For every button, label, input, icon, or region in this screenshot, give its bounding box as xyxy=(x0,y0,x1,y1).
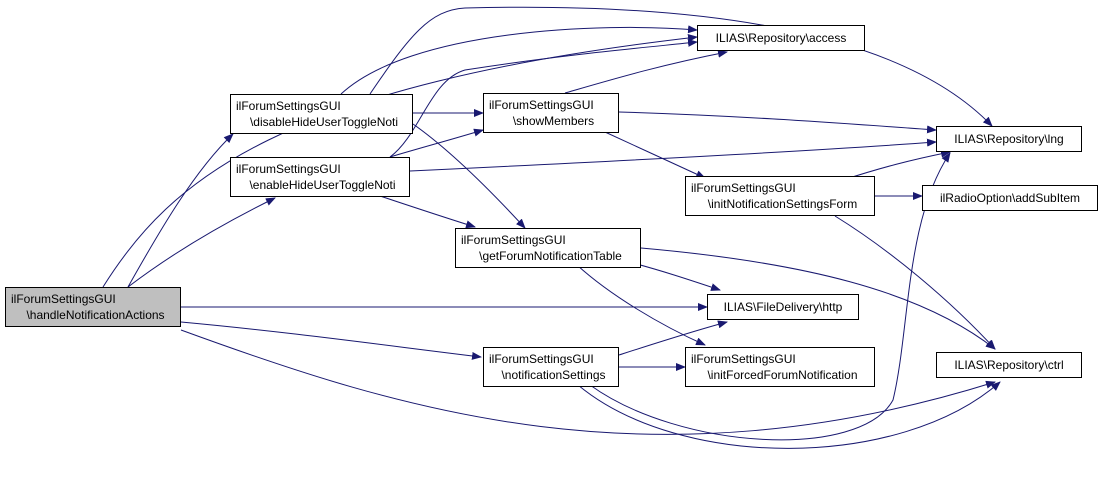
node-ctrl-label: ILIAS\Repository\ctrl xyxy=(954,358,1064,372)
node-show-members[interactable]: ilForumSettingsGUI \showMembers xyxy=(483,93,619,133)
node-notification-settings-line1: ilForumSettingsGUI xyxy=(489,352,594,366)
node-show-members-line1: ilForumSettingsGUI xyxy=(489,98,594,112)
node-notification-settings[interactable]: ilForumSettingsGUI \notificationSettings xyxy=(483,347,619,387)
node-repository-lng[interactable]: ILIAS\Repository\lng xyxy=(936,126,1082,152)
node-enable-line1: ilForumSettingsGUI xyxy=(236,162,341,176)
edge-enable-access xyxy=(389,38,698,158)
edge-notifSettings-ctrl xyxy=(577,381,1001,449)
edge-disable-getTable xyxy=(412,123,526,229)
node-handle-line2: \handleNotificationActions xyxy=(26,308,165,322)
edge-disable-lng xyxy=(369,6,993,127)
edge-getTable-initForced xyxy=(576,264,706,346)
node-disable-line1: ilForumSettingsGUI xyxy=(236,99,341,113)
node-show-members-line2: \showMembers xyxy=(512,114,595,128)
node-get-table-line1: ilForumSettingsGUI xyxy=(461,233,566,247)
node-handle-line1: ilForumSettingsGUI xyxy=(11,292,116,306)
node-radio-option-add-sub-item[interactable]: ilRadioOption\addSubItem xyxy=(922,185,1098,211)
node-init-forced-line2: \initForcedForumNotification xyxy=(707,368,858,382)
node-disable-line2: \disableHideUserToggleNoti xyxy=(249,115,399,129)
node-get-table-line2: \getForumNotificationTable xyxy=(479,249,622,263)
node-get-forum-notification-table[interactable]: ilForumSettingsGUI \getForumNotification… xyxy=(455,228,641,268)
node-init-notification-settings-form[interactable]: ilForumSettingsGUI \initNotificationSett… xyxy=(685,176,875,216)
node-repository-ctrl[interactable]: ILIAS\Repository\ctrl xyxy=(936,352,1082,378)
edge-handle-disable xyxy=(127,133,234,288)
edge-showMembers-initForm xyxy=(604,131,706,179)
edge-handle-notifSettings xyxy=(180,321,482,360)
edge-enable-showMembers xyxy=(389,128,484,158)
edge-disable-access xyxy=(340,25,698,95)
edge-handle-ctrl xyxy=(180,329,996,435)
edge-showMembers-access xyxy=(564,49,728,94)
edge-handle-enable xyxy=(127,197,276,288)
node-init-form-line2: \initNotificationSettingsForm xyxy=(707,197,858,211)
edge-enable-getTable xyxy=(379,195,476,229)
edge-showMembers-lng xyxy=(618,111,937,134)
node-init-form-line1: ilForumSettingsGUI xyxy=(691,181,796,195)
node-enable-line2: \enableHideUserToggleNoti xyxy=(249,178,396,192)
node-http-label: ILIAS\FileDelivery\http xyxy=(723,300,843,314)
node-notification-settings-line2: \notificationSettings xyxy=(501,368,606,382)
edge-getTable-ctrl xyxy=(640,247,996,350)
node-lng-label: ILIAS\Repository\lng xyxy=(954,132,1064,146)
edge-enable-lng xyxy=(409,138,937,172)
node-add-sub-item-label: ilRadioOption\addSubItem xyxy=(939,191,1081,205)
edge-getTable-http xyxy=(628,261,721,291)
node-handle-notification-actions[interactable]: ilForumSettingsGUI \handleNotificationAc… xyxy=(5,287,181,327)
node-enable-hide-user-toggle-noti[interactable]: ilForumSettingsGUI \enableHideUserToggle… xyxy=(230,157,410,197)
edge-initForm-ctrl xyxy=(834,215,996,350)
node-access-label: ILIAS\Repository\access xyxy=(715,31,847,45)
node-filedelivery-http[interactable]: ILIAS\FileDelivery\http xyxy=(707,294,859,320)
node-repository-access[interactable]: ILIAS\Repository\access xyxy=(697,25,865,51)
node-init-forced-line1: ilForumSettingsGUI xyxy=(691,352,796,366)
node-init-forced-forum-notification[interactable]: ilForumSettingsGUI \initForcedForumNotif… xyxy=(685,347,875,387)
edge-notifSettings-http xyxy=(618,320,728,356)
edge-notifSettings-lng xyxy=(589,152,951,441)
node-disable-hide-user-toggle-noti[interactable]: ilForumSettingsGUI \disableHideUserToggl… xyxy=(230,94,413,134)
